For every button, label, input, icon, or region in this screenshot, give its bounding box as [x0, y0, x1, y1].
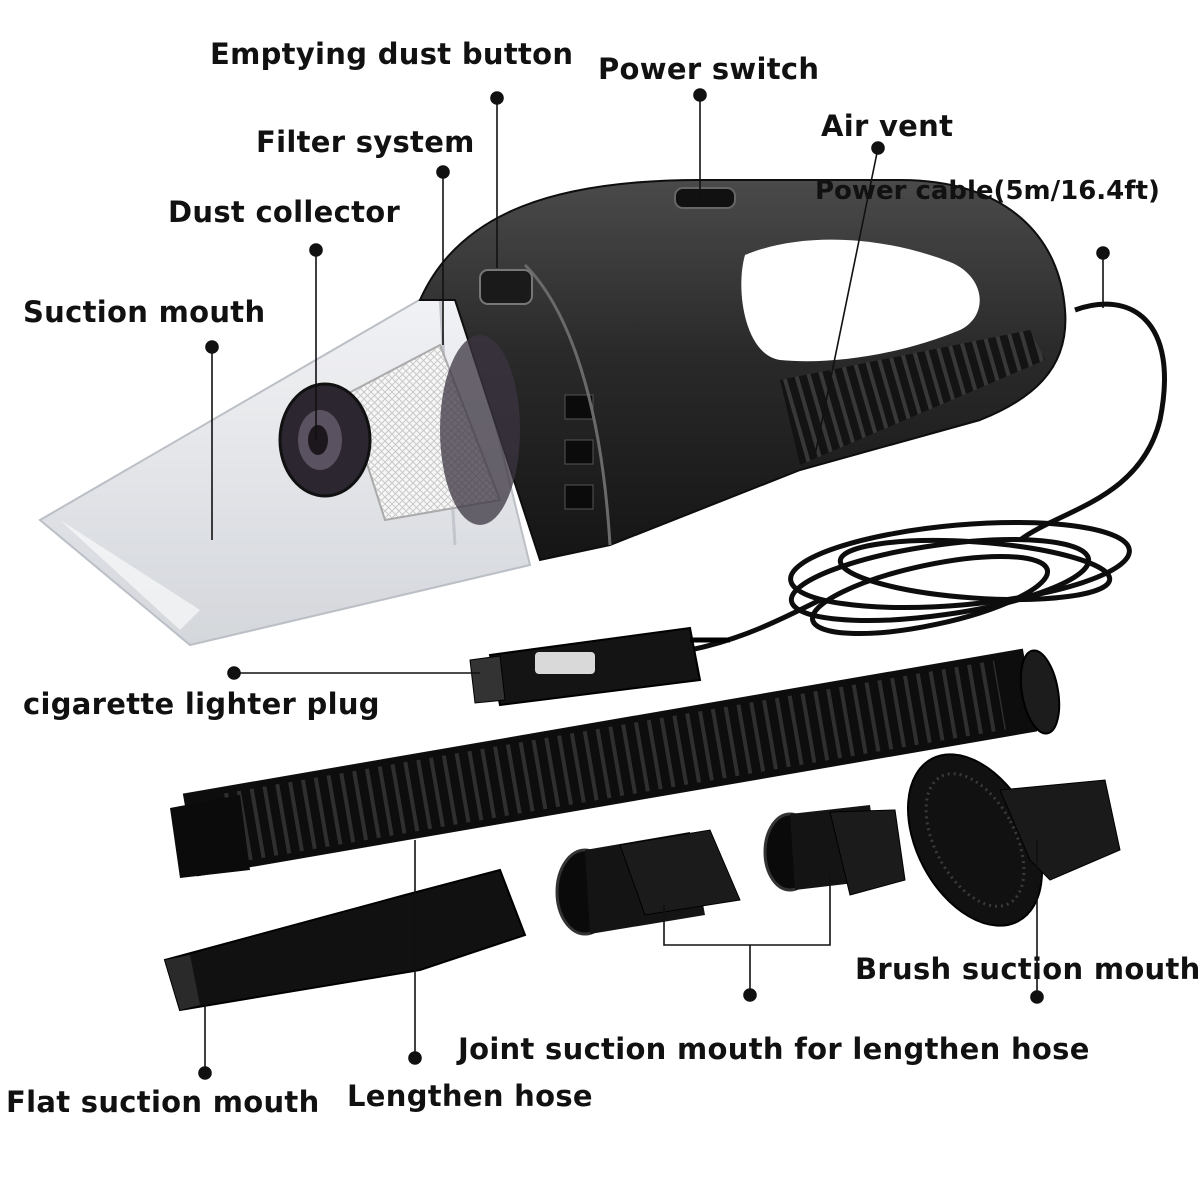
dot-suction-mouth — [205, 340, 219, 354]
vacuum-main-unit — [38, 179, 1167, 653]
cigarette-lighter-plug — [469, 626, 730, 707]
label-cigarette-lighter-plug: cigarette lighter plug — [23, 687, 380, 721]
dot-lengthen-hose — [408, 1051, 422, 1065]
dot-joint-suction-mouth — [743, 988, 757, 1002]
dot-power-switch — [693, 88, 707, 102]
dot-flat-suction-mouth — [198, 1066, 212, 1080]
label-air-vent: Air vent — [821, 109, 954, 143]
power-cable-coil — [689, 301, 1167, 653]
label-dust-collector: Dust collector — [168, 195, 401, 229]
label-power-cable: Power cable(5m/16.4ft) — [815, 176, 1160, 206]
joint-suction-mouth-1 — [555, 829, 741, 936]
power-switch-shape — [674, 187, 736, 209]
lengthen-hose — [170, 648, 1061, 878]
brush-suction-mouth — [907, 753, 1121, 927]
side-slot-2 — [564, 439, 594, 465]
filter-base-ring — [440, 335, 520, 525]
handle-opening — [741, 239, 980, 362]
label-flat-suction-mouth: Flat suction mouth — [6, 1085, 320, 1119]
dot-dust-collector — [309, 243, 323, 257]
emptying-dust-button-shape — [479, 269, 533, 305]
label-emptying-dust-button: Emptying dust button — [210, 37, 574, 71]
dot-power-cable — [1096, 246, 1110, 260]
dot-emptying-dust-button — [490, 91, 504, 105]
air-vent-grip — [780, 330, 1045, 465]
label-power-switch: Power switch — [598, 52, 820, 86]
label-joint-suction-mouth: Joint suction mouth for lengthen hose — [458, 1032, 1090, 1066]
flat-suction-mouth — [163, 868, 527, 1012]
joint-suction-mouth-2 — [763, 805, 906, 896]
label-suction-mouth: Suction mouth — [23, 295, 266, 329]
dot-brush-suction-mouth — [1030, 990, 1044, 1004]
dot-cigarette-lighter-plug — [227, 666, 241, 680]
label-lengthen-hose: Lengthen hose — [347, 1079, 593, 1113]
side-slot-3 — [564, 484, 594, 510]
dot-air-vent — [871, 141, 885, 155]
label-filter-system: Filter system — [256, 125, 475, 159]
label-brush-suction-mouth: Brush suction mouth — [855, 952, 1200, 986]
leader-lines — [198, 88, 1110, 1080]
dot-filter-system — [436, 165, 450, 179]
